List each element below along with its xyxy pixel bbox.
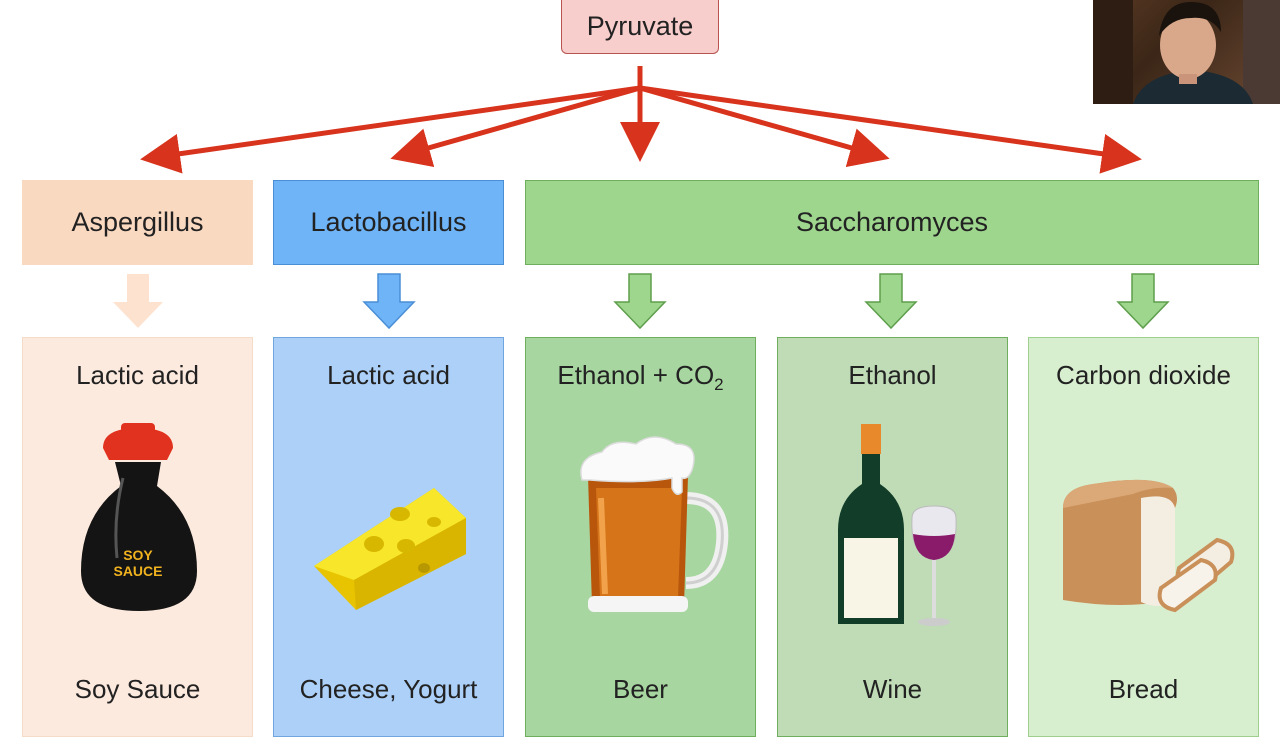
down-arrow-wine bbox=[864, 273, 918, 330]
column-bread: Carbon dioxide Bread bbox=[1028, 337, 1259, 737]
food-label: Bread bbox=[1108, 674, 1179, 704]
organism-lactobacillus: Lactobacillus bbox=[273, 180, 504, 265]
cheese-icon bbox=[274, 418, 503, 628]
down-arrows bbox=[113, 273, 1170, 330]
product-label: Lactic acid bbox=[76, 360, 199, 390]
organism-aspergillus: Aspergillus bbox=[22, 180, 253, 265]
bread-icon bbox=[1029, 418, 1258, 628]
pyruvate-box: Pyruvate bbox=[561, 0, 719, 54]
column-beer: Ethanol + CO2 Beer bbox=[525, 337, 756, 737]
organism-saccharomyces: Saccharomyces bbox=[525, 180, 1259, 265]
product-label: Ethanol bbox=[848, 360, 937, 390]
column-wine: Ethanol Wine bbox=[777, 337, 1008, 737]
product-label: Carbon dioxide bbox=[1056, 360, 1231, 390]
wine-bottle-glass-icon bbox=[778, 418, 1007, 628]
food-label: Wine bbox=[862, 674, 923, 704]
arrow-to-lactobacillus bbox=[390, 85, 641, 168]
food-label: Soy Sauce bbox=[74, 674, 201, 704]
soy-sauce-bottle-icon: SOY SAUCE bbox=[23, 418, 252, 628]
arrow-to-aspergillus bbox=[140, 85, 641, 174]
arrow-to-bread bbox=[639, 85, 1142, 174]
arrow-to-wine bbox=[639, 85, 890, 168]
soy-logo-line2: SAUCE bbox=[113, 563, 162, 579]
down-arrow-lactobacillus bbox=[362, 273, 416, 330]
soy-logo-line1: SOY bbox=[123, 547, 153, 563]
product-label: Lactic acid bbox=[327, 360, 450, 390]
column-soy-sauce: Lactic acid SOY SAUCE Soy Sauce bbox=[22, 337, 253, 737]
product-label: Ethanol + CO2 bbox=[557, 360, 724, 395]
food-label: Beer bbox=[613, 674, 668, 704]
pyruvate-arrows bbox=[140, 66, 1142, 174]
down-arrow-aspergillus bbox=[113, 274, 163, 328]
beer-mug-icon bbox=[526, 418, 755, 628]
webcam-overlay bbox=[1093, 0, 1280, 104]
food-label: Cheese, Yogurt bbox=[299, 674, 478, 704]
down-arrow-bread bbox=[1116, 273, 1170, 330]
column-cheese-yogurt: Lactic acid Cheese, Yogurt bbox=[273, 337, 504, 737]
down-arrow-beer bbox=[613, 273, 667, 330]
